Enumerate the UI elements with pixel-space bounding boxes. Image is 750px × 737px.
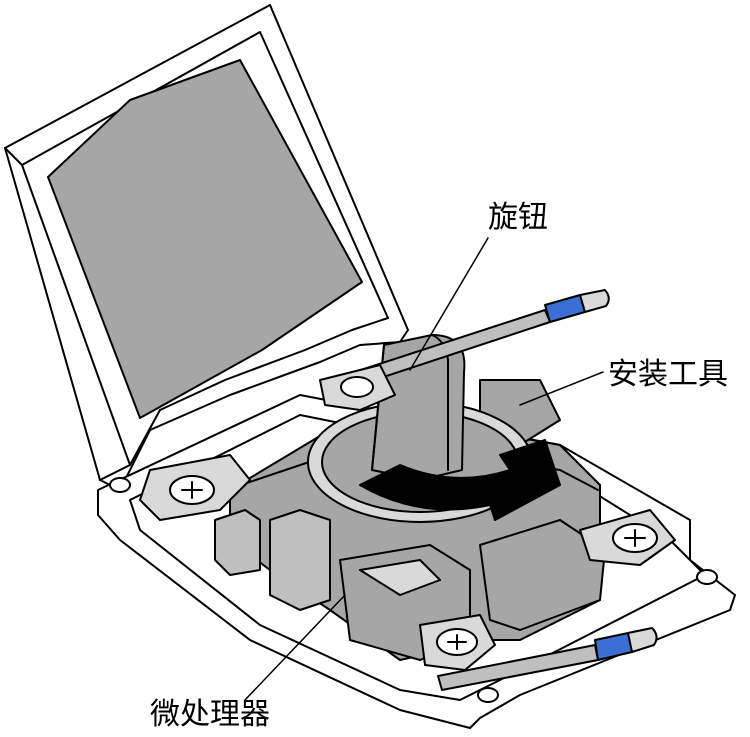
screw-icon (340, 376, 374, 398)
knob-leader-line (409, 237, 489, 371)
knob-label: 旋钮 (488, 200, 548, 235)
microprocessor-leader-line (244, 594, 346, 701)
bottom-lever-bracket (419, 614, 496, 671)
installation-tool-leader-line (519, 371, 604, 406)
installation-tool-label: 安装工具 (608, 357, 728, 392)
right-lever-bracket (579, 509, 676, 566)
lower-lever-handle (437, 627, 658, 691)
rotation-arrow-icon (359, 439, 561, 521)
top-lever-bracket (319, 364, 396, 411)
leader-lines (244, 237, 604, 701)
microprocessor-label: 微处理器 (150, 697, 270, 732)
socket-cover (4, 4, 409, 491)
mounting-holes (109, 477, 718, 703)
left-lever-bracket (139, 454, 251, 521)
